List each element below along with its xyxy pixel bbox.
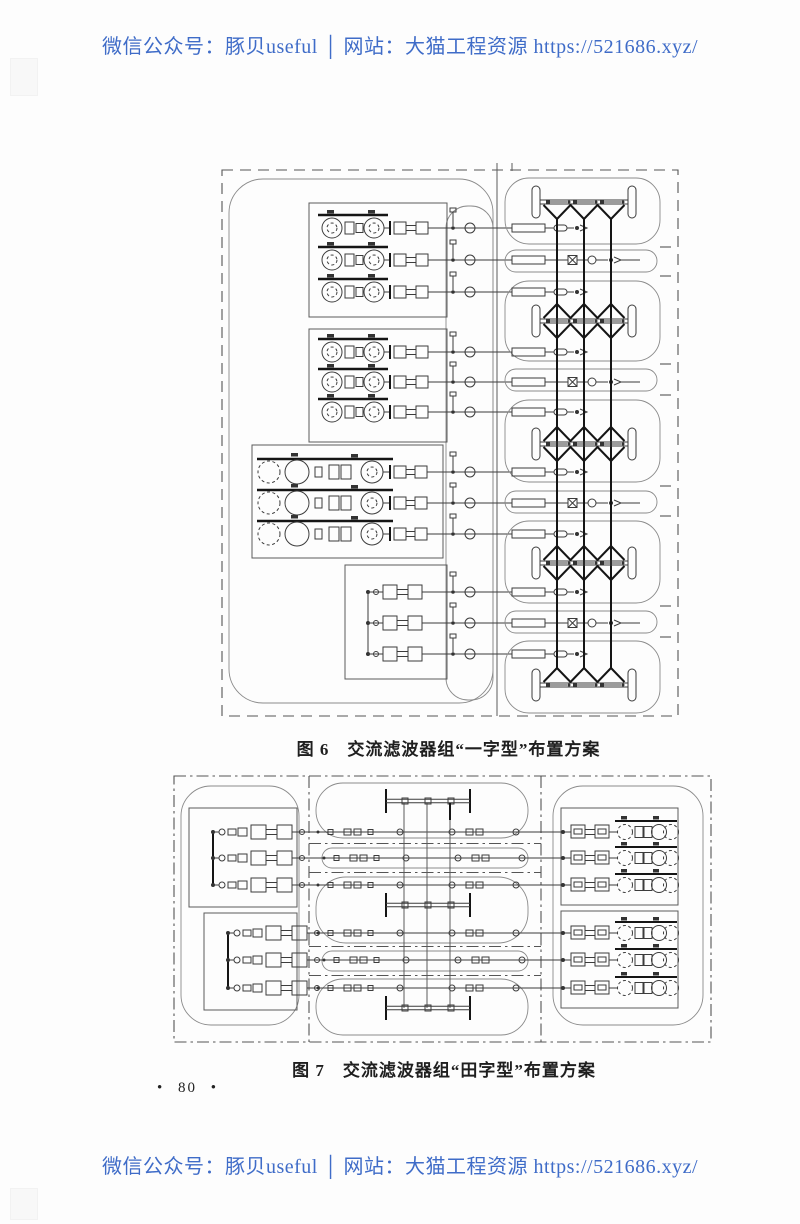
fig7-left-rows <box>210 824 332 996</box>
fig6-bay-hardware <box>511 223 641 659</box>
header-watermark: 微信公众号：豚贝useful │ 网站：大猫工程资源 https://52168… <box>101 36 699 58</box>
figure-7-caption: 图 7 交流滤波器组“田字型”布置方案 <box>292 1061 596 1080</box>
scan-artifact <box>10 1188 38 1220</box>
figure-6-drawing <box>221 163 679 717</box>
fig6-feeder-corridor <box>445 205 494 701</box>
fig6-fence-stubs <box>660 246 678 638</box>
figure-6-caption: 图 6 交流滤波器组“一字型”布置方案 <box>296 740 601 759</box>
page-number: • 80 • <box>157 1080 219 1096</box>
fig6-switch-bays <box>504 177 661 714</box>
fig6-bank1-box <box>308 202 448 318</box>
fig7-busbars <box>403 803 451 1008</box>
fig7-feeder-lines <box>296 831 565 989</box>
fig7-left-yard-outline <box>180 785 300 1026</box>
fig6-bank3-box <box>251 444 444 559</box>
fig7-right-yard-outline <box>552 785 704 1026</box>
fig6-outer-fence <box>221 169 679 717</box>
fig7-gantries <box>385 788 471 1021</box>
fig7-right-rows <box>560 815 680 997</box>
fig6-bank4-box <box>344 564 448 680</box>
fig7-bus-bays <box>315 782 529 1036</box>
footer-watermark: 微信公众号：豚贝useful │ 网站：大猫工程资源 https://52168… <box>101 1156 699 1178</box>
figure-6-image <box>215 163 682 720</box>
scan-artifact <box>10 58 38 96</box>
fig7-left-bank2-box <box>203 912 298 1011</box>
fig6-aux-rows <box>366 584 448 662</box>
figure-7-drawing <box>173 775 712 1043</box>
fig7-outer-fence <box>173 775 712 1043</box>
figure-7-image <box>170 770 718 1048</box>
fig6-feeder-lines <box>447 207 512 660</box>
fig7-middle-rows <box>316 828 526 992</box>
fig6-bank2-box <box>308 328 448 443</box>
fig6-filter-rows <box>255 208 449 548</box>
